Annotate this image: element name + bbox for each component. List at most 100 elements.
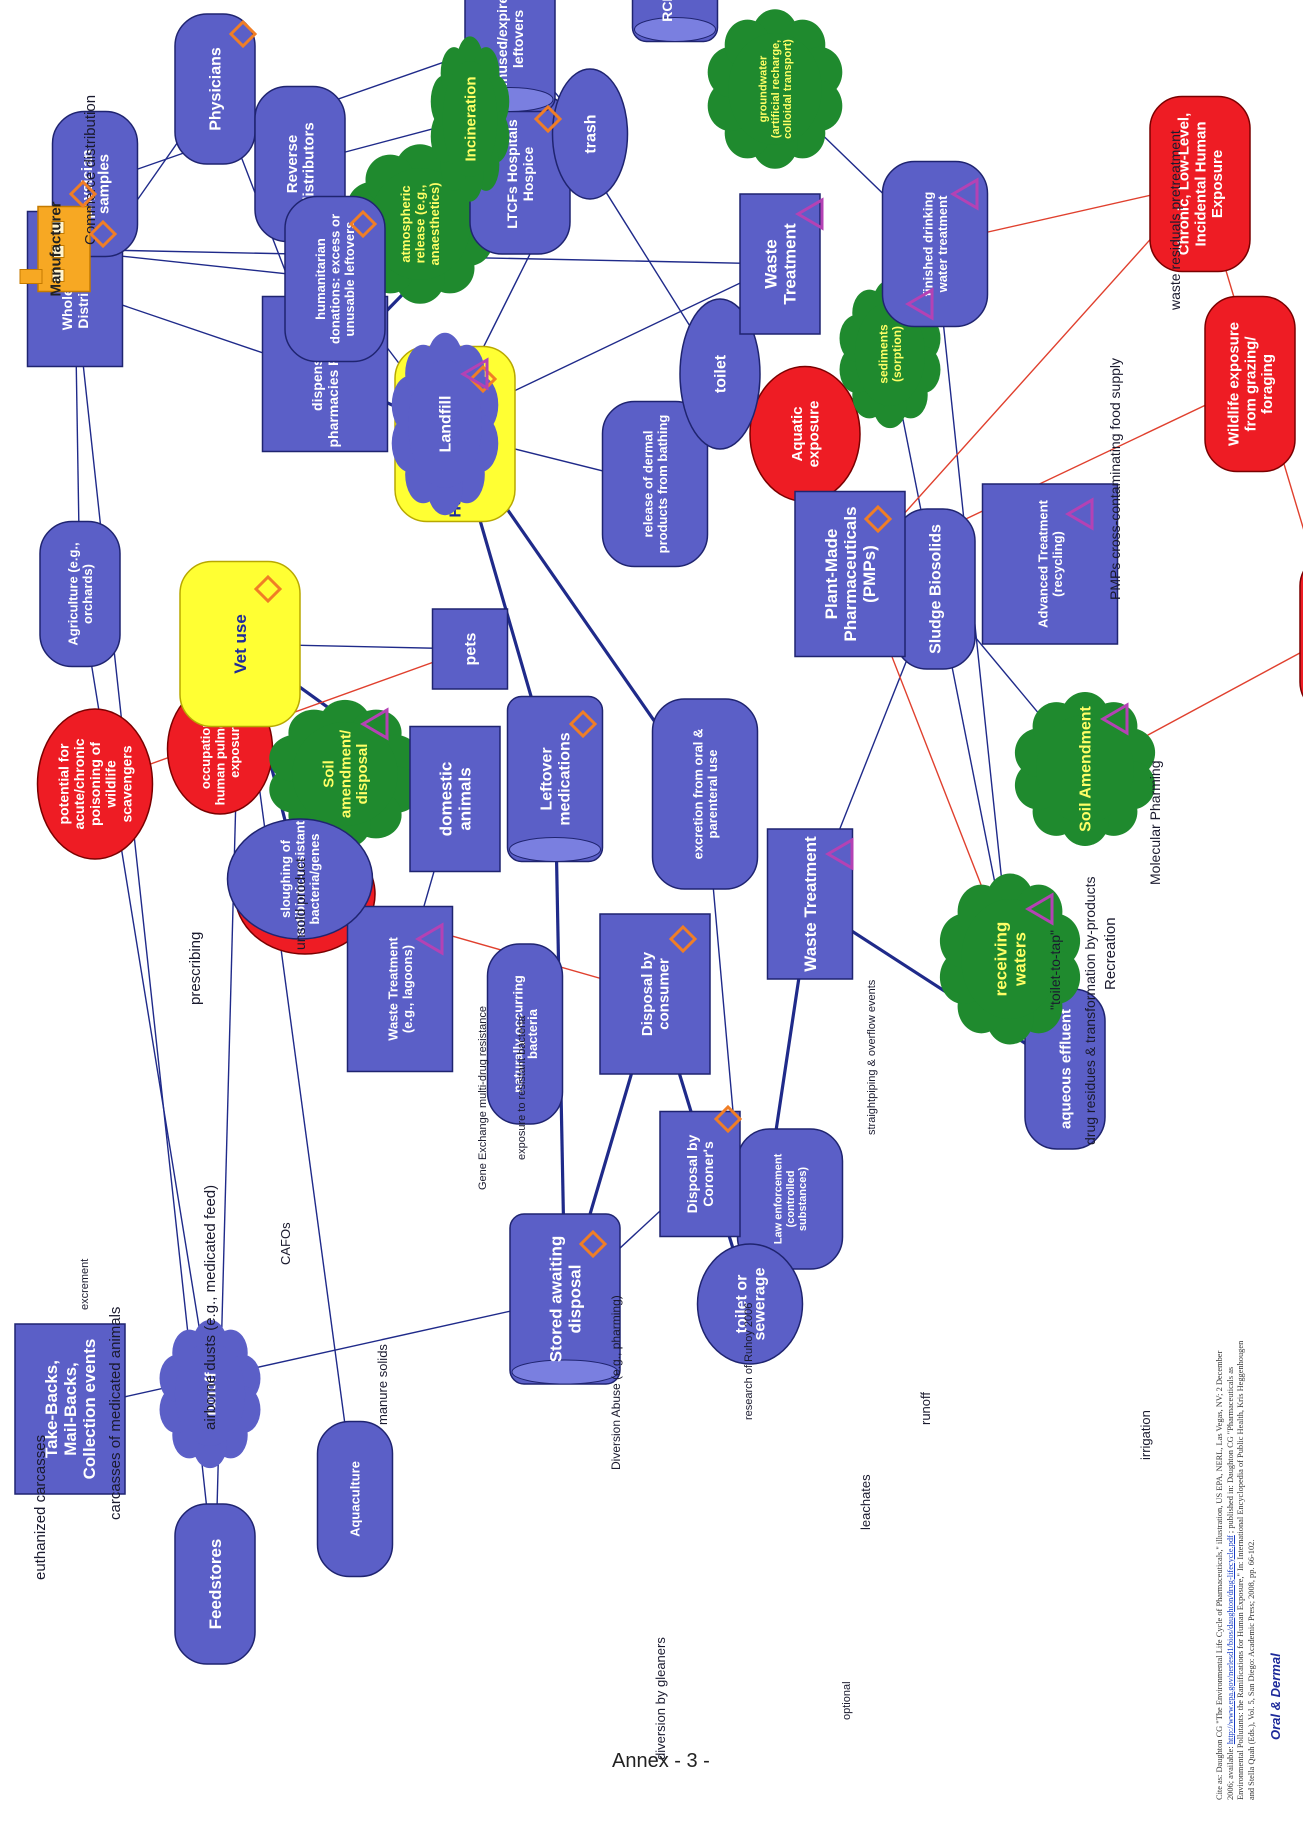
risk-triangle-marker [1025,892,1054,926]
node-shape [407,360,483,488]
node-label: Vet use [231,614,250,674]
node-label: Aquaculture [348,1461,363,1537]
node-shape [174,13,256,165]
node-shape [961,899,1059,1019]
edge-label: research of Ruhoy 2006 [743,1303,755,1420]
node-runoff-top: runoff [159,1319,261,1469]
node-label: humanitariandonations: excess orunusable… [313,214,357,344]
node-potential-acute-chronic: potential foracute/chronicpoisoning ofwi… [36,708,154,860]
node-label: sloughing ofantibiotic-resistantbacteria… [278,820,322,937]
edge-label: manure solids [375,1344,390,1425]
factory-window [51,221,65,234]
edge-label: irrigation [1138,1410,1153,1460]
risk-diamond-marker [533,104,563,134]
annex-label: Annex - 3 - [612,1750,710,1772]
node-label: potential foracute/chronicpoisoning ofwi… [56,738,135,829]
node-shape [316,1420,394,1578]
citation: Cite as: Daughton CG "The Environmental … [1215,1330,1257,1800]
node-label: RCRA HazardousWaste [659,0,691,22]
risk-diamond-marker [468,364,498,394]
node-soil-amendment-top: Soil Amendment [1014,692,1156,846]
node-advanced-treatment: Advanced Treatment(recycling) [981,483,1119,645]
node-shape [854,302,926,406]
edge-stored-awaiting-to-take-backs [69,1298,566,1412]
node-shape [486,943,564,1125]
node-waste-treatment-bottom: WasteTreatment [739,193,821,335]
edge-label: Molecular Pharming [1147,761,1163,886]
citation-link[interactable]: http://www.epa.gov/nerlesd1/bios/daughto… [1225,1535,1235,1745]
risk-diamond-marker [578,1229,608,1259]
edge-label: Gene Exchange multi-drug resistance [477,1006,489,1190]
node-cylinder-cap [634,17,716,42]
node-shape [659,1110,741,1238]
node-label: WasteTreatment [761,223,799,305]
node-disposal-consumer: Disposal byconsumer [599,913,711,1075]
node-excretion: excretion from oral &parenteral use [651,698,759,890]
node-label: Plant-MadePharmaceuticals(PMPs) [822,506,879,641]
edge-label: Commerce distribution [82,95,99,245]
risk-diamond-marker [863,504,893,534]
factory-window [51,269,65,282]
edge-label: diversion by gleaners [653,1637,668,1760]
node-shape [794,490,906,658]
markers-layer [68,19,1129,1259]
node-label: Disposal byconsumer [639,951,673,1036]
edge-label: PMPs cross-contaminating food supply [1107,358,1123,600]
node-shape [369,168,471,280]
node-shape [739,193,821,335]
node-shape [601,400,709,568]
node-shape [696,1243,804,1365]
node-take-backs: Take-Backs,Mail-Backs,Collection events [14,1323,126,1495]
node-label: Aquaticexposure [789,401,823,468]
node-shape [409,725,501,873]
node-shape [284,195,386,363]
node-shape [766,828,854,980]
node-shape [431,608,509,690]
risk-diamond-marker [228,19,258,49]
node-vet-use: Vet use [179,560,301,728]
node-plant-made: Plant-MadePharmaceuticals(PMPs) [794,490,906,658]
node-sludge-biosolids: Sludge Biosolids [894,508,976,670]
node-label: finished drinkingwater treatment [920,192,950,297]
node-shape [14,1323,126,1495]
edge-label: exposure to resistant bacteria [516,1015,528,1160]
nodes-layer: potential foracute/chronicpoisoning ofwi… [14,0,1303,1665]
risk-triangle-marker [905,287,934,321]
node-label: aqueous effluent [1057,1009,1074,1129]
node-cylinder-cap [511,1359,619,1385]
risk-triangle-marker [360,707,389,741]
edge-label: Recreation [1102,917,1119,990]
node-waste-treatment-lagoons: Waste Treatment(e.g., lagoons) [346,905,454,1073]
node-shape [1204,295,1296,473]
node-toilet-bottom: toilet [679,298,761,450]
node-label: groundwater(artificial recharge,colloida… [758,39,795,139]
node-shape [1149,95,1251,273]
edge-label: CAFOs [278,1222,293,1265]
node-label: sediments(sorption) [876,324,903,384]
risk-diamond-marker [348,209,378,239]
node-label: physiciansamples [79,149,113,218]
node-sloughing: sloughing ofantibiotic-resistantbacteria… [226,818,374,940]
node-landfill: Landfill [391,332,499,516]
node-trash: trash [551,68,629,200]
node-receiving-waters: receivingwaters [939,873,1081,1045]
risk-triangle-marker [795,197,824,231]
node-naturally-bacteria: naturally occurringbacteria [486,943,564,1125]
node-label: Stored awaitingdisposal [546,1236,584,1363]
node-feedstores: Feedstores [174,1503,256,1665]
node-shape [881,160,989,328]
edge-label: leachates [858,1474,873,1530]
risk-triangle-marker [950,177,979,211]
node-shape [651,698,759,890]
node-shape [728,33,822,145]
node-finished-drinking: finished drinkingwater treatment [881,160,989,328]
node-label: Feedstores [206,1539,225,1630]
node-physicians: Physicians [174,13,256,165]
node-shape [292,722,398,826]
node-incineration: Incineration [430,36,510,202]
edge-label: unsold product [292,858,308,950]
node-wildlife-exposure: Wildlife exposurefrom grazing/foraging [1204,295,1296,473]
